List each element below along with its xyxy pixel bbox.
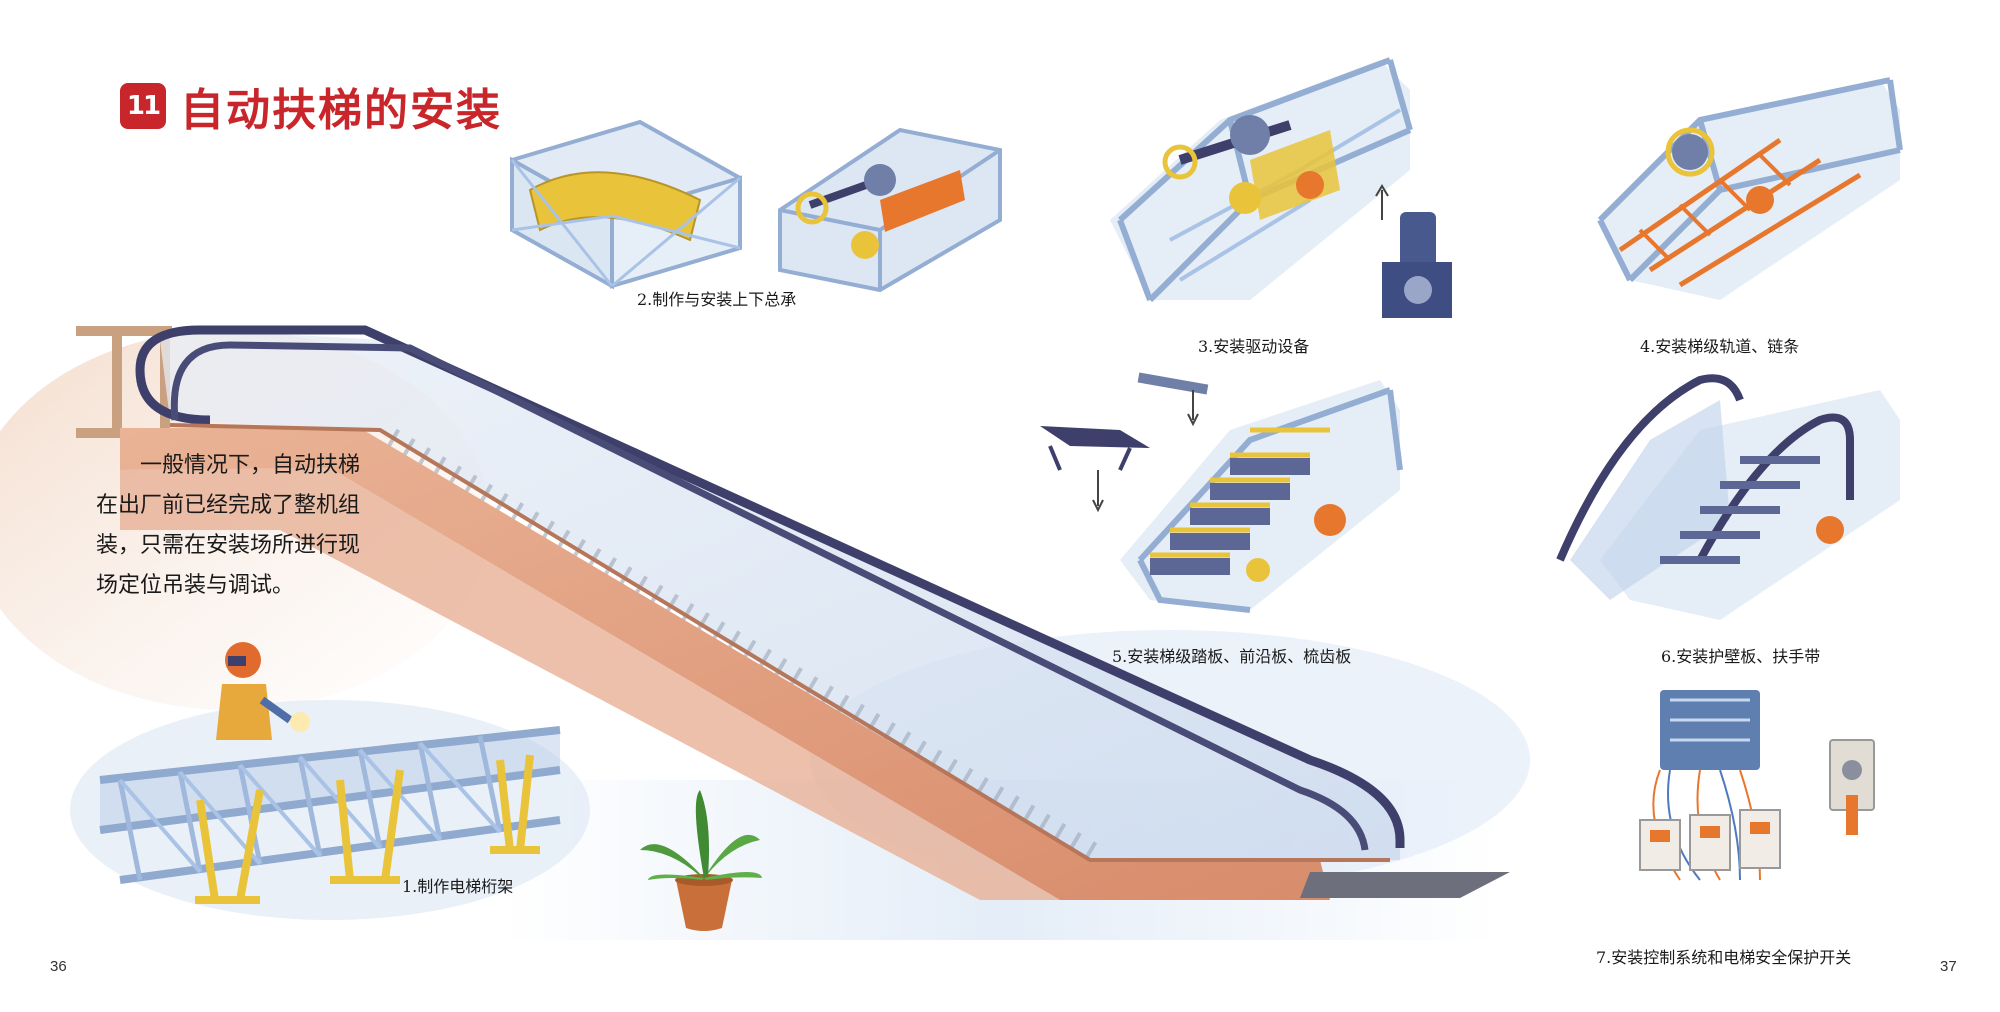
page-title: 11 自动扶梯的安装 xyxy=(120,74,502,138)
lower-landing-plate xyxy=(1300,872,1510,898)
step1-illustration xyxy=(70,642,590,920)
step6-caption: 6.安装护壁板、扶手带 xyxy=(1661,647,1821,666)
step2-caption: 2.制作与安装上下总承 xyxy=(637,290,797,309)
welding-spark xyxy=(290,712,310,732)
step7-caption: 7.安装控制系统和电梯安全保护开关 xyxy=(1596,948,1852,967)
handrail-left xyxy=(1556,374,1744,562)
step5-caption: 5.安装梯级踏板、前沿板、梳齿板 xyxy=(1112,647,1352,666)
potted-plant xyxy=(640,790,762,931)
handrail-back xyxy=(135,325,1405,848)
leaf xyxy=(704,872,762,880)
title-text: 自动扶梯的安装 xyxy=(180,85,502,136)
handrail-front xyxy=(170,341,1369,851)
step4-caption: 4.安装梯级轨道、链条 xyxy=(1640,337,1800,356)
page-number-right: 37 xyxy=(1940,958,1957,975)
drive-motor xyxy=(1400,212,1436,272)
step7-illustration xyxy=(1639,690,1875,881)
intro-line: 在出厂前已经完成了整机组 xyxy=(96,493,361,518)
top-post-2 xyxy=(160,330,170,434)
main-escalator xyxy=(76,325,1510,900)
page-number-left: 36 xyxy=(50,958,67,975)
skirt-line xyxy=(169,423,1390,862)
leaf xyxy=(695,790,709,878)
escalator-side-panel xyxy=(120,428,1330,900)
top-post xyxy=(112,330,122,434)
plant-pot xyxy=(676,880,732,931)
escalator-underside xyxy=(120,468,1060,900)
steps xyxy=(383,428,1107,872)
step1-caption: 1.制作电梯桁架 xyxy=(402,877,514,896)
step4-illustration xyxy=(1597,77,1903,300)
intro-line: 装，只需在安装场所进行现 xyxy=(96,533,361,558)
intro-line: 场定位吊装与调试。 xyxy=(96,573,295,598)
leaf xyxy=(640,844,704,878)
step6-illustration xyxy=(1556,374,1900,620)
step3-caption: 3.安装驱动设备 xyxy=(1198,337,1310,356)
intro-line: 一般情况下，自动扶梯 xyxy=(140,453,361,478)
step5-illustration xyxy=(1040,372,1403,613)
control-panel xyxy=(1660,690,1760,770)
step2-illustration xyxy=(510,119,1002,293)
chapter-badge: 11 xyxy=(120,83,166,129)
balustrade-glass xyxy=(158,330,1400,860)
leaf xyxy=(648,874,704,880)
welder-body xyxy=(216,684,272,740)
leaf xyxy=(704,834,760,878)
step3-illustration xyxy=(1110,57,1452,318)
top-beam xyxy=(76,326,172,336)
intro-paragraph: 一般情况下，自动扶梯 在出厂前已经完成了整机组 装，只需在安装场所进行现 场定位… xyxy=(96,446,406,606)
